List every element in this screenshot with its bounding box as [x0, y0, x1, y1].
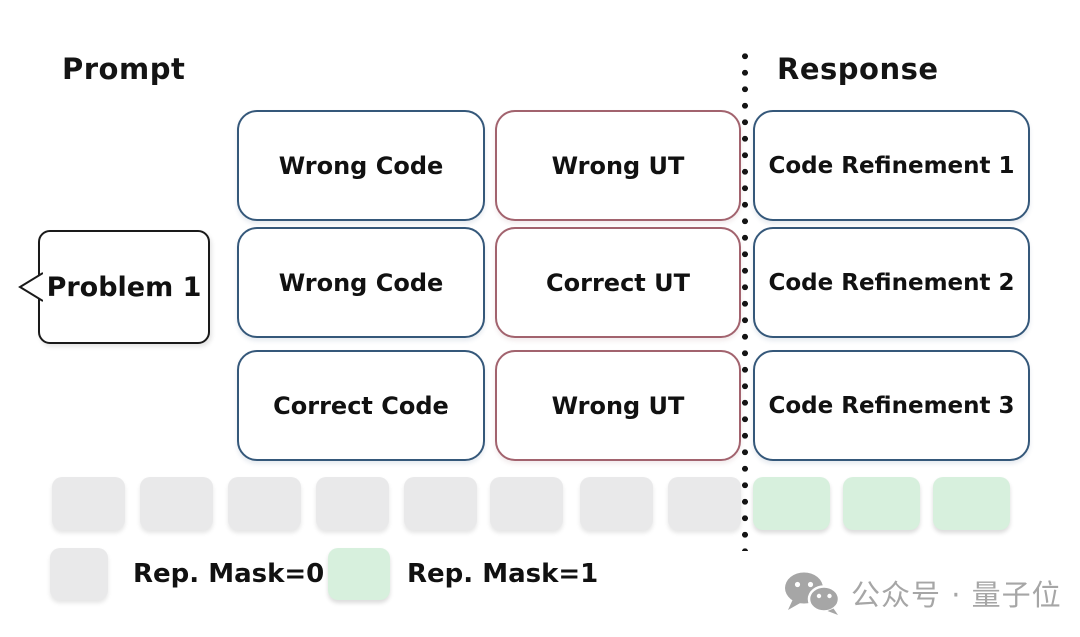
- problem-label: Problem 1: [46, 271, 202, 303]
- box-label: Wrong UT: [551, 151, 685, 180]
- refinement-box-row1: Code Refinement 1: [753, 110, 1030, 221]
- mask-token-gray: [228, 477, 301, 530]
- wechat-icon: [785, 572, 841, 615]
- box-label: Wrong UT: [551, 391, 685, 420]
- legend-label-mask1: Rep. Mask=1: [407, 559, 599, 589]
- code-box-row3: Correct Code: [237, 350, 485, 461]
- legend-swatch-mask1: [328, 548, 390, 600]
- response-section-label: Response: [777, 52, 939, 86]
- box-label: Code Refinement 3: [768, 392, 1015, 419]
- mask-token-gray: [140, 477, 213, 530]
- mask-token-green: [933, 477, 1010, 530]
- code-box-row1: Wrong Code: [237, 110, 485, 221]
- mask-token-gray: [52, 477, 125, 530]
- mask-token-green: [843, 477, 920, 530]
- mask-token-gray: [668, 477, 741, 530]
- watermark: 公众号 · 量子位: [783, 571, 1062, 615]
- ut-box-row3: Wrong UT: [495, 350, 741, 461]
- box-label: Code Refinement 1: [768, 152, 1015, 179]
- box-label: Correct UT: [546, 268, 690, 297]
- mask-token-gray: [580, 477, 653, 530]
- ut-box-row2: Correct UT: [495, 227, 741, 338]
- mask-token-gray: [490, 477, 563, 530]
- prompt-section-label: Prompt: [62, 52, 186, 86]
- mask-token-gray: [316, 477, 389, 530]
- legend-swatch-mask0: [50, 548, 108, 600]
- mask-token-green: [753, 477, 830, 530]
- mask-token-gray: [404, 477, 477, 530]
- prompt-response-divider-dotted-line: [742, 48, 748, 551]
- refinement-box-row2: Code Refinement 2: [753, 227, 1030, 338]
- speech-tail: [18, 272, 43, 302]
- refinement-box-row3: Code Refinement 3: [753, 350, 1030, 461]
- problem-speech-bubble: Problem 1: [18, 230, 210, 344]
- legend-label-mask0: Rep. Mask=0: [133, 559, 325, 589]
- watermark-text: 公众号 · 量子位: [851, 578, 1062, 612]
- box-label: Wrong Code: [278, 151, 444, 180]
- box-label: Correct Code: [273, 391, 449, 420]
- box-label: Code Refinement 2: [768, 269, 1015, 296]
- ut-box-row1: Wrong UT: [495, 110, 741, 221]
- box-label: Wrong Code: [278, 268, 444, 297]
- code-box-row2: Wrong Code: [237, 227, 485, 338]
